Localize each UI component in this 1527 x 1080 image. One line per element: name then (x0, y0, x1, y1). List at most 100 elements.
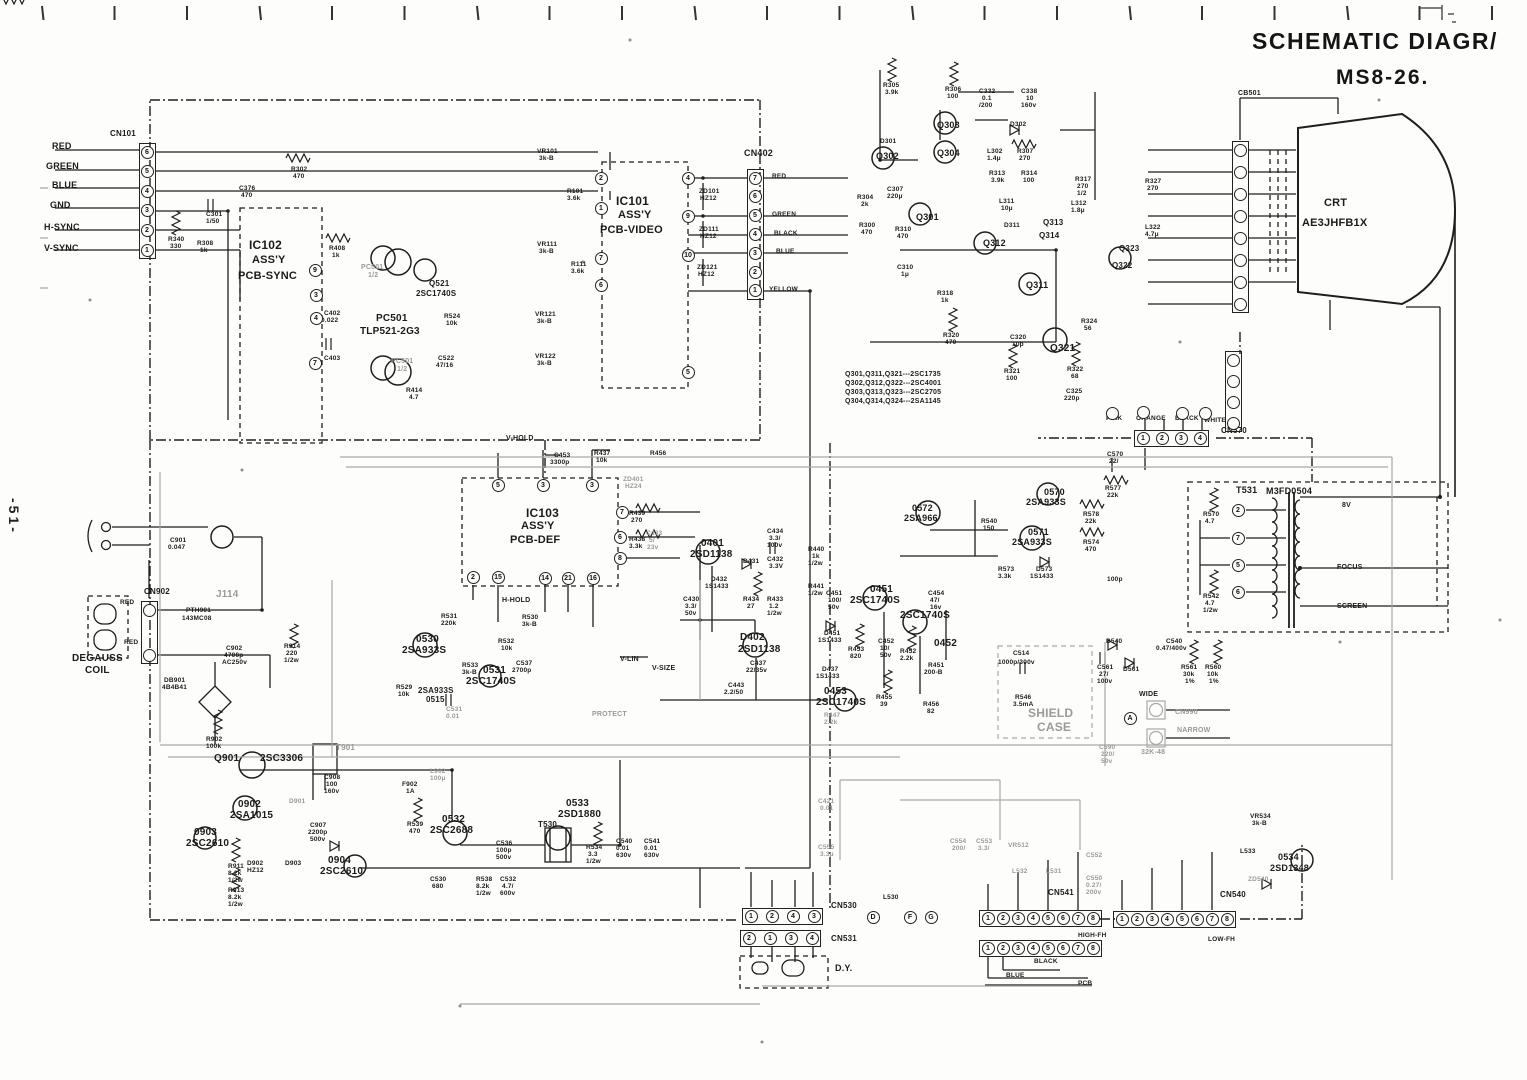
component-label: R573 (998, 566, 1015, 573)
component-label: R437 (594, 450, 611, 457)
component-label: C590 (1099, 744, 1116, 751)
component-label: 2SD1138 (738, 644, 781, 655)
component-label: R534 (586, 844, 603, 851)
component-label: 2.2/50 (724, 689, 744, 696)
component-label: 100v (767, 542, 783, 549)
component-label: 0.01 (820, 805, 834, 812)
component-label: 270 (1019, 155, 1031, 162)
component-label: 470 (241, 192, 253, 199)
component-label: 68 (1071, 373, 1079, 380)
component-label: HZ24 (625, 483, 642, 490)
component-label: 1.8μ (1071, 207, 1085, 214)
component-label: AC250v (222, 659, 248, 666)
component-label: 0.27/ (1086, 882, 1102, 889)
component-label: M3FD0504 (1266, 486, 1313, 496)
transistor-q534: 0534 (1278, 852, 1299, 862)
transistor-q532: 0532 (442, 814, 466, 825)
component-label: 3k-B (1252, 820, 1267, 827)
component-label: 4.7 (1205, 518, 1215, 525)
transistor-q904: 0904 (328, 855, 352, 866)
component-label: 2k (861, 201, 869, 208)
component-label: 220p (1064, 395, 1080, 402)
transistor-q452: 0452 (934, 638, 958, 649)
connector-pin-cn101: 2 (140, 223, 154, 237)
component-label: R902 (206, 736, 223, 743)
connector-pin-cb501 (1233, 297, 1247, 311)
component-label: 23v (647, 544, 659, 551)
component-label: 100/ (828, 597, 842, 604)
connector-label-cn541: CN541 (1048, 888, 1074, 897)
connector-pin-cb501-lower (1226, 374, 1240, 388)
component-label: 3.3μ (820, 851, 834, 858)
component-label: C554 (950, 838, 967, 845)
component-label: C437 (750, 660, 767, 667)
component-label: 470 (1085, 546, 1097, 553)
connector-pin-pcb-conn: 7 (1071, 941, 1085, 955)
component-label: 680 (432, 883, 444, 890)
component-label: 330 (170, 243, 182, 250)
connector-pin-cn570: 2 (1155, 431, 1169, 445)
component-label: R302 (291, 166, 308, 173)
component-label: 3.3V (769, 563, 784, 570)
deflection-yoke-label: D.Y. (835, 963, 853, 973)
component-label: HIGH-FH (1078, 932, 1107, 939)
component-label: LOW-FH (1208, 936, 1236, 943)
component-label: PCB-DEF (510, 534, 561, 546)
component-label: 600v (500, 890, 516, 897)
node-circle: 4 (681, 171, 695, 185)
component-label: R327 (1145, 178, 1162, 185)
component-label: PC501 (361, 264, 384, 271)
component-label: R439 (629, 510, 646, 517)
connector-pin-cn541: 6 (1056, 911, 1070, 925)
component-label: C430 (683, 596, 700, 603)
component-label: 3.9k (885, 89, 899, 96)
node-circle: F (903, 910, 917, 924)
component-label: 82 (927, 708, 935, 715)
component-label: PCB (1078, 980, 1093, 987)
connector-pin-cn530: 1 (744, 909, 758, 923)
component-label: R324 (1081, 318, 1098, 325)
signal-green: GREEN (46, 161, 80, 171)
connector-pcb-conn (979, 939, 1102, 957)
component-label: 1S1433 (1030, 573, 1054, 580)
transistor-q321: Q321 (1050, 343, 1076, 354)
component-label: C561 (1097, 664, 1114, 671)
component-label: C550 (1086, 875, 1103, 882)
connector-pin-cn902 (142, 648, 156, 662)
component-label: ZD111 (699, 226, 719, 233)
component-label: 160v (324, 788, 340, 795)
component-label: 2SD1348 (1270, 863, 1309, 873)
connector-pin-pcb-conn: 8 (1086, 941, 1100, 955)
node-circle: 9 (681, 209, 695, 223)
component-label: 2SC1740S (466, 676, 516, 687)
component-label: 56 (1084, 325, 1092, 332)
component-label: 8.2k (228, 894, 242, 901)
component-label: 1/2w (228, 901, 243, 908)
crt-label: CRT (1324, 197, 1348, 209)
transistor-q301: Q301 (916, 212, 939, 222)
component-label: 1.2 (769, 603, 779, 610)
component-label: 3k-B (462, 669, 477, 676)
node-circle: 3 (585, 478, 599, 492)
component-label: C310 (897, 264, 914, 271)
component-label: L302 (987, 148, 1003, 155)
component-label: R456 (923, 701, 940, 708)
component-label: 3300p (550, 459, 570, 466)
component-label: 32K-48 (1141, 749, 1166, 756)
component-label: NARROW (1177, 727, 1211, 734)
connector-label-cn530: CN530 (831, 901, 857, 910)
component-label: R451 (928, 662, 945, 669)
shield-case-label: SHIELD (1028, 706, 1074, 720)
connector-pin-cn902 (142, 603, 156, 617)
component-label: R574 (1083, 539, 1100, 546)
component-label: 2700p (512, 667, 532, 674)
component-label: C453 (554, 452, 571, 459)
component-label: Q521 (429, 279, 450, 288)
connector-label-cn540: CN540 (1220, 890, 1246, 899)
component-label: R453 (848, 646, 865, 653)
component-label: GREEN (772, 211, 797, 218)
component-label: HZ12 (700, 233, 717, 240)
component-label: R456 (650, 450, 667, 457)
component-label: 2SA933S (1026, 497, 1066, 507)
